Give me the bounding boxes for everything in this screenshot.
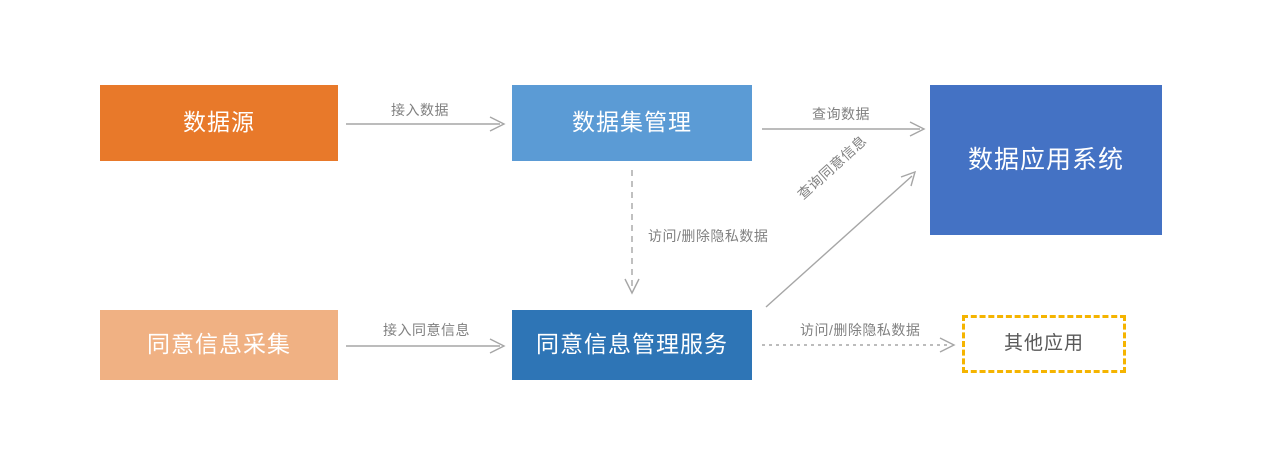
edge-label-ingest-data: 接入数据: [391, 102, 449, 118]
node-consent-information-collection-label: 同意信息采集: [147, 331, 291, 358]
node-data-source[interactable]: 数据源: [100, 85, 338, 161]
node-other-applications[interactable]: 其他应用: [962, 315, 1126, 373]
node-consent-information-management-service[interactable]: 同意信息管理服务: [512, 310, 752, 380]
edge-access-delete-privacy-data-vertical: [624, 170, 640, 295]
edge-query-consent-information: [765, 170, 917, 308]
edge-ingest-consent-information: [346, 338, 506, 354]
edge-access-delete-privacy-data-horizontal: [762, 337, 956, 353]
edge-ingest-data-arrowhead: [489, 116, 506, 132]
node-dataset-management-label: 数据集管理: [572, 109, 692, 136]
edge-access-delete-privacy-data-vertical-arrowhead: [624, 278, 640, 295]
edge-query-consent-information-line: [765, 175, 913, 308]
edge-label-query-consent-information: 查询同意信息: [794, 132, 870, 203]
node-data-application-system-label: 数据应用系统: [967, 146, 1124, 174]
edge-label-ingest-consent-information: 接入同意信息: [383, 322, 470, 338]
edge-access-delete-privacy-data-horizontal-arrowhead: [939, 337, 956, 353]
node-consent-information-management-service-label: 同意信息管理服务: [536, 331, 728, 358]
edge-label-access-delete-privacy-data-vertical: 访问/删除隐私数据: [648, 228, 769, 244]
edge-label-query-data: 查询数据: [812, 106, 870, 122]
edge-ingest-consent-information-arrowhead: [489, 338, 506, 354]
edge-query-consent-information-arrowhead: [900, 170, 917, 187]
node-other-applications-label: 其他应用: [1003, 332, 1084, 354]
node-dataset-management[interactable]: 数据集管理: [512, 85, 752, 161]
edge-query-data: [762, 121, 926, 137]
node-data-application-system[interactable]: 数据应用系统: [930, 85, 1162, 235]
node-consent-information-collection[interactable]: 同意信息采集: [100, 310, 338, 380]
node-data-source-label: 数据源: [183, 109, 255, 136]
edge-label-access-delete-privacy-data-horizontal: 访问/删除隐私数据: [800, 322, 921, 338]
edge-query-data-arrowhead: [909, 121, 926, 137]
